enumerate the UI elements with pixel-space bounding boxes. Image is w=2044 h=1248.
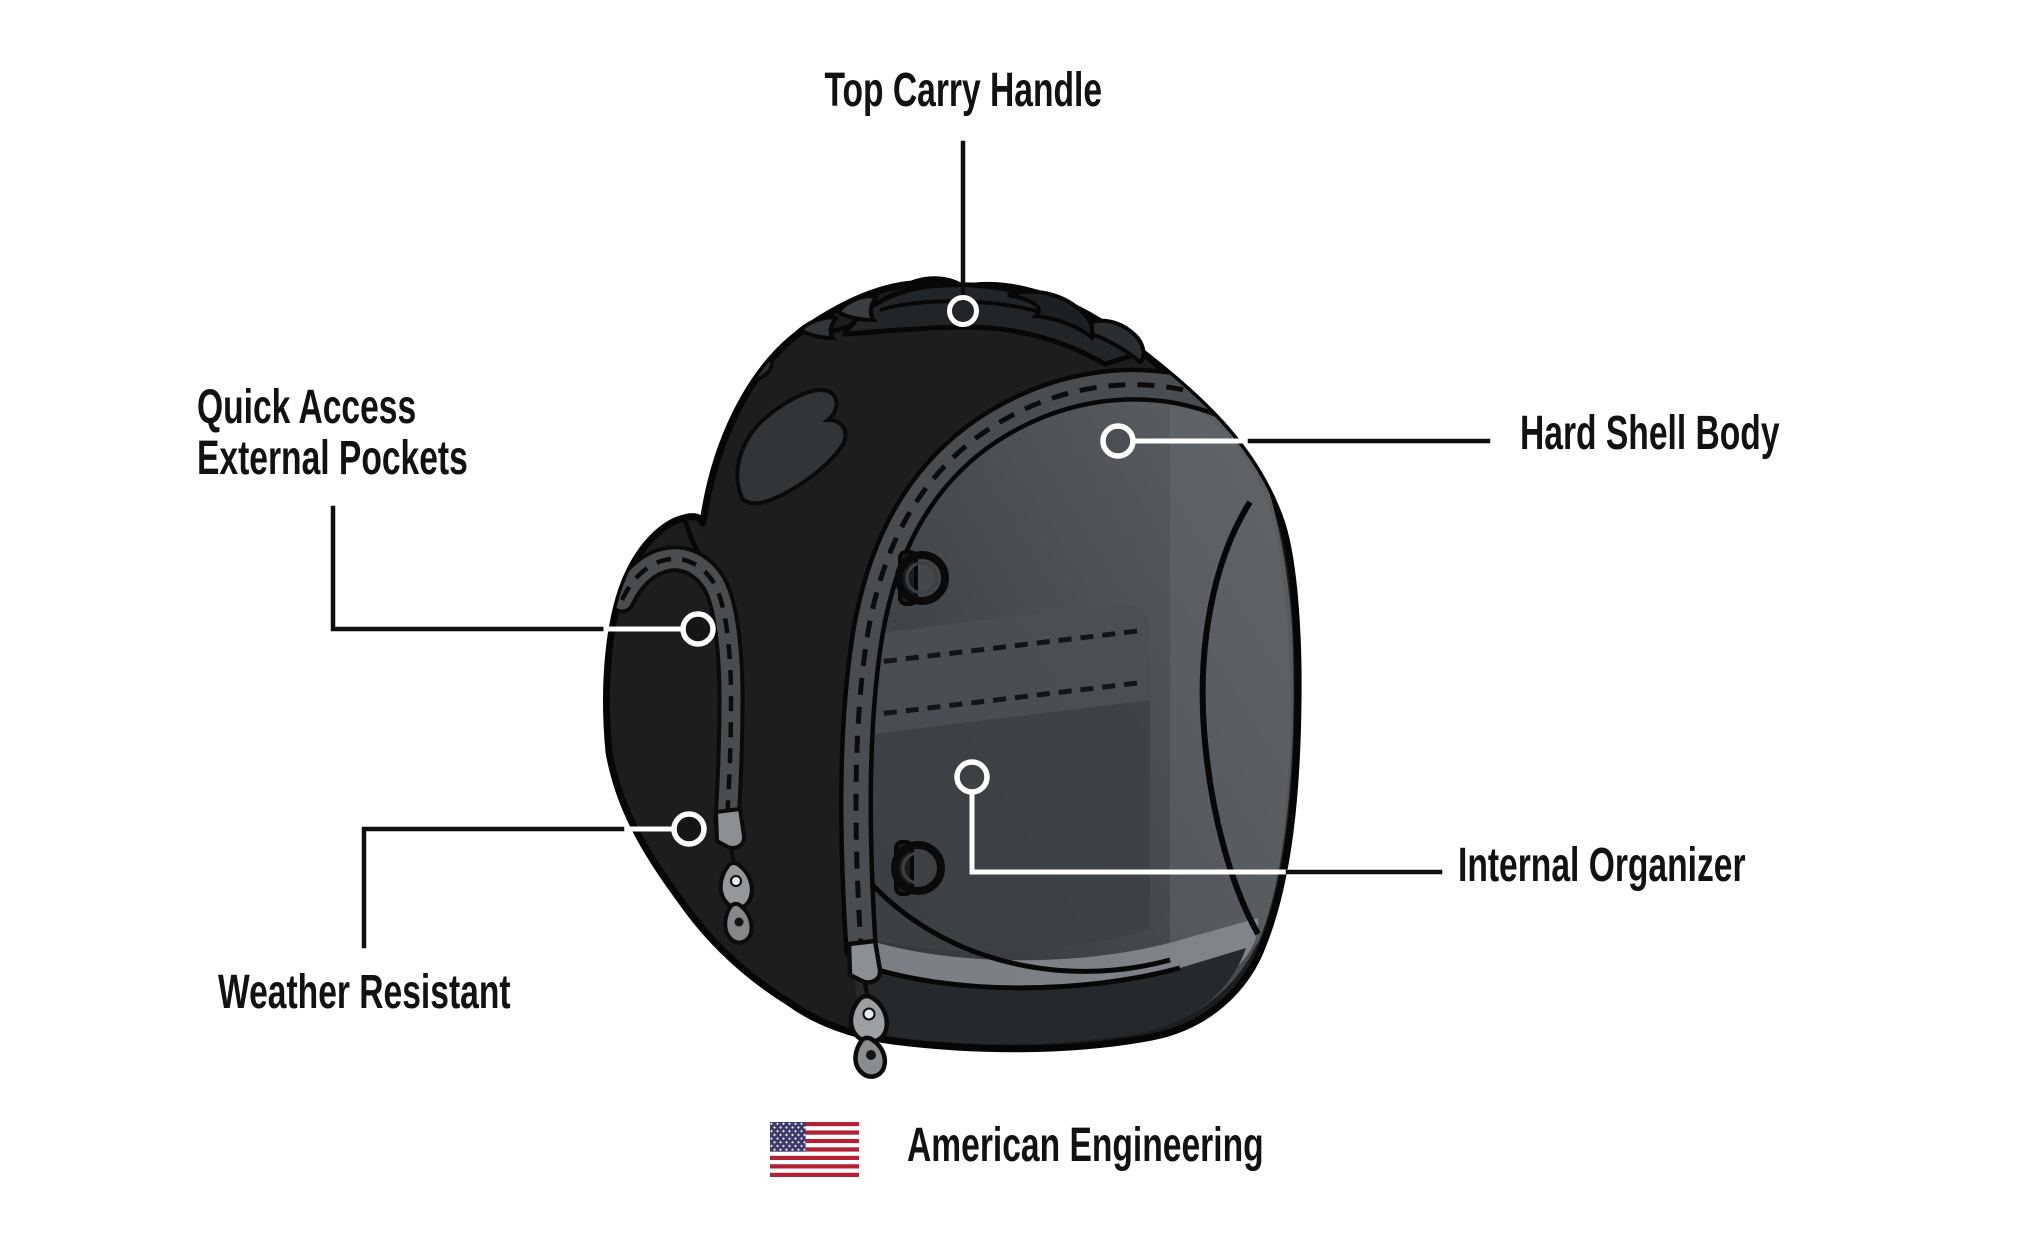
back-strap-accent — [735, 388, 848, 506]
label-quick-access-line2: External Pockets — [197, 432, 468, 485]
label-american-engineering: American Engineering — [907, 1120, 1416, 1171]
label-weather-resistant-text: Weather Resistant — [218, 966, 511, 1019]
callout-line-quick-access — [330, 505, 609, 632]
smoke-panel-highlight — [1170, 396, 1291, 975]
label-american-engineering-text: American Engineering — [907, 1119, 1264, 1172]
marker-quick-access-external-pockets — [680, 611, 716, 647]
carry-handle — [796, 282, 1146, 367]
label-internal-organizer: Internal Organizer — [1458, 840, 1869, 891]
internal-organizer-pockets — [856, 603, 1150, 952]
marker-internal-organizer — [954, 759, 990, 795]
main-zipper — [838, 367, 1255, 965]
label-top-carry-handle-text: Top Carry Handle — [824, 64, 1102, 117]
bag-body — [603, 276, 1302, 1079]
marker-weather-resistant — [671, 811, 707, 847]
callouts — [330, 140, 1491, 949]
main-zipper-pull — [846, 938, 889, 1079]
d-ring — [895, 550, 949, 606]
label-top-carry-handle: Top Carry Handle — [713, 65, 1213, 116]
pocket-zipper-pull — [713, 806, 754, 945]
label-quick-access-external-pockets: Quick Access External Pockets — [197, 382, 584, 484]
bottom-band — [855, 948, 1246, 1045]
label-hard-shell-body-text: Hard Shell Body — [1520, 407, 1780, 460]
label-quick-access-line1: Quick Access — [197, 381, 417, 434]
side-seam — [1199, 500, 1261, 936]
callout-line-weather-resistant — [361, 826, 625, 949]
label-hard-shell-body: Hard Shell Body — [1520, 408, 1891, 459]
marker-top-carry-handle — [947, 295, 979, 327]
marker-hard-shell-body — [1100, 423, 1136, 459]
us-flag-icon — [770, 1122, 859, 1177]
label-weather-resistant: Weather Resistant — [218, 967, 636, 1018]
pocket-zipper — [608, 545, 745, 834]
label-internal-organizer-text: Internal Organizer — [1458, 839, 1746, 892]
bottom-seam — [866, 878, 1171, 974]
d-ring — [891, 840, 945, 896]
